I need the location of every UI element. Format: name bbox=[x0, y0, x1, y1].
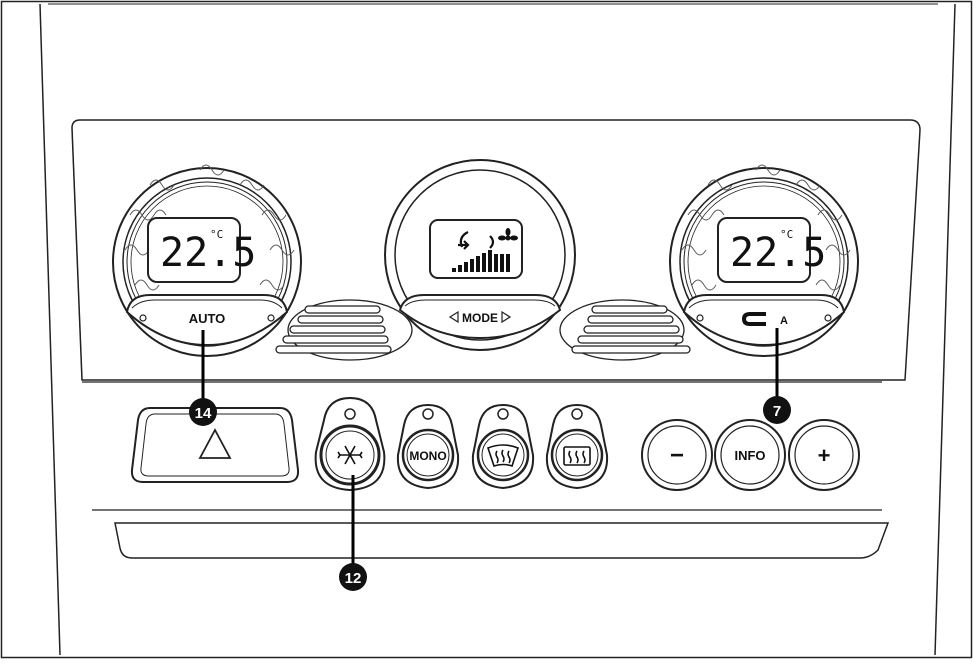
mono-button-label: MONO bbox=[409, 449, 446, 463]
callout-compressor-number: 12 bbox=[345, 570, 362, 587]
right-temperature-readout: 22.5 bbox=[730, 230, 826, 276]
hazard-button[interactable] bbox=[130, 407, 300, 483]
callout-auto-number: 14 bbox=[195, 405, 212, 422]
left-air-vent bbox=[275, 299, 413, 361]
right-air-vent bbox=[559, 299, 691, 361]
left-dial-light-marks bbox=[124, 164, 295, 291]
windshield-defrost-button[interactable] bbox=[471, 403, 535, 490]
mode-dial[interactable]: MODE bbox=[384, 159, 576, 351]
compressor-indicator-led bbox=[344, 408, 356, 420]
airflow-mode-icon bbox=[458, 231, 495, 250]
recirculation-auto-label: A bbox=[780, 315, 788, 327]
right-temperature-unit: °C bbox=[780, 228, 793, 241]
info-button[interactable]: INFO bbox=[714, 419, 786, 491]
console-sides bbox=[39, 3, 956, 656]
mode-right-arrow-icon bbox=[501, 310, 512, 324]
auto-button-label: AUTO bbox=[189, 311, 226, 326]
compressor-button[interactable] bbox=[314, 396, 386, 492]
mono-button[interactable]: MONO bbox=[396, 403, 460, 490]
callout-recirculation: 7 bbox=[763, 396, 791, 424]
mode-lcd bbox=[429, 219, 523, 279]
mode-button-label: MODE bbox=[462, 311, 498, 325]
minus-button-label: − bbox=[670, 442, 684, 469]
left-lcd bbox=[147, 217, 241, 283]
mode-button[interactable] bbox=[398, 294, 562, 340]
right-dial-light-marks bbox=[681, 164, 851, 291]
callout-compressor: 12 bbox=[339, 563, 367, 591]
right-lcd bbox=[717, 217, 811, 283]
left-temperature-dial[interactable]: 22.5 °C AUTO bbox=[112, 164, 302, 357]
callout-auto: 14 bbox=[189, 398, 217, 426]
left-temperature-unit: °C bbox=[210, 228, 223, 241]
recirculation-button[interactable] bbox=[682, 294, 846, 347]
lower-trim bbox=[114, 522, 890, 559]
mono-indicator-led bbox=[422, 408, 434, 420]
left-temperature-readout: 22.5 bbox=[160, 230, 256, 276]
info-button-label: INFO bbox=[734, 448, 765, 463]
auto-button[interactable] bbox=[125, 294, 289, 347]
rear-window-defrost-icon bbox=[563, 446, 591, 466]
fan-speed-bars bbox=[452, 250, 510, 272]
rear-window-defrost-button[interactable] bbox=[545, 403, 609, 490]
mode-left-arrow-icon bbox=[448, 310, 459, 324]
rear-defrost-indicator-led bbox=[571, 408, 583, 420]
snowflake-icon bbox=[337, 445, 363, 465]
windshield-indicator-led bbox=[497, 408, 509, 420]
right-temperature-dial[interactable]: 22.5 °C A bbox=[669, 164, 859, 357]
minus-button[interactable]: − bbox=[641, 419, 713, 491]
hazard-triangle-icon bbox=[198, 428, 232, 459]
windshield-defrost-icon bbox=[487, 444, 519, 468]
plus-button[interactable]: + bbox=[788, 419, 860, 491]
air-recirculation-icon bbox=[741, 312, 766, 326]
plus-button-label: + bbox=[818, 443, 831, 468]
fan-icon bbox=[498, 228, 518, 241]
callout-recirculation-number: 7 bbox=[773, 403, 781, 420]
